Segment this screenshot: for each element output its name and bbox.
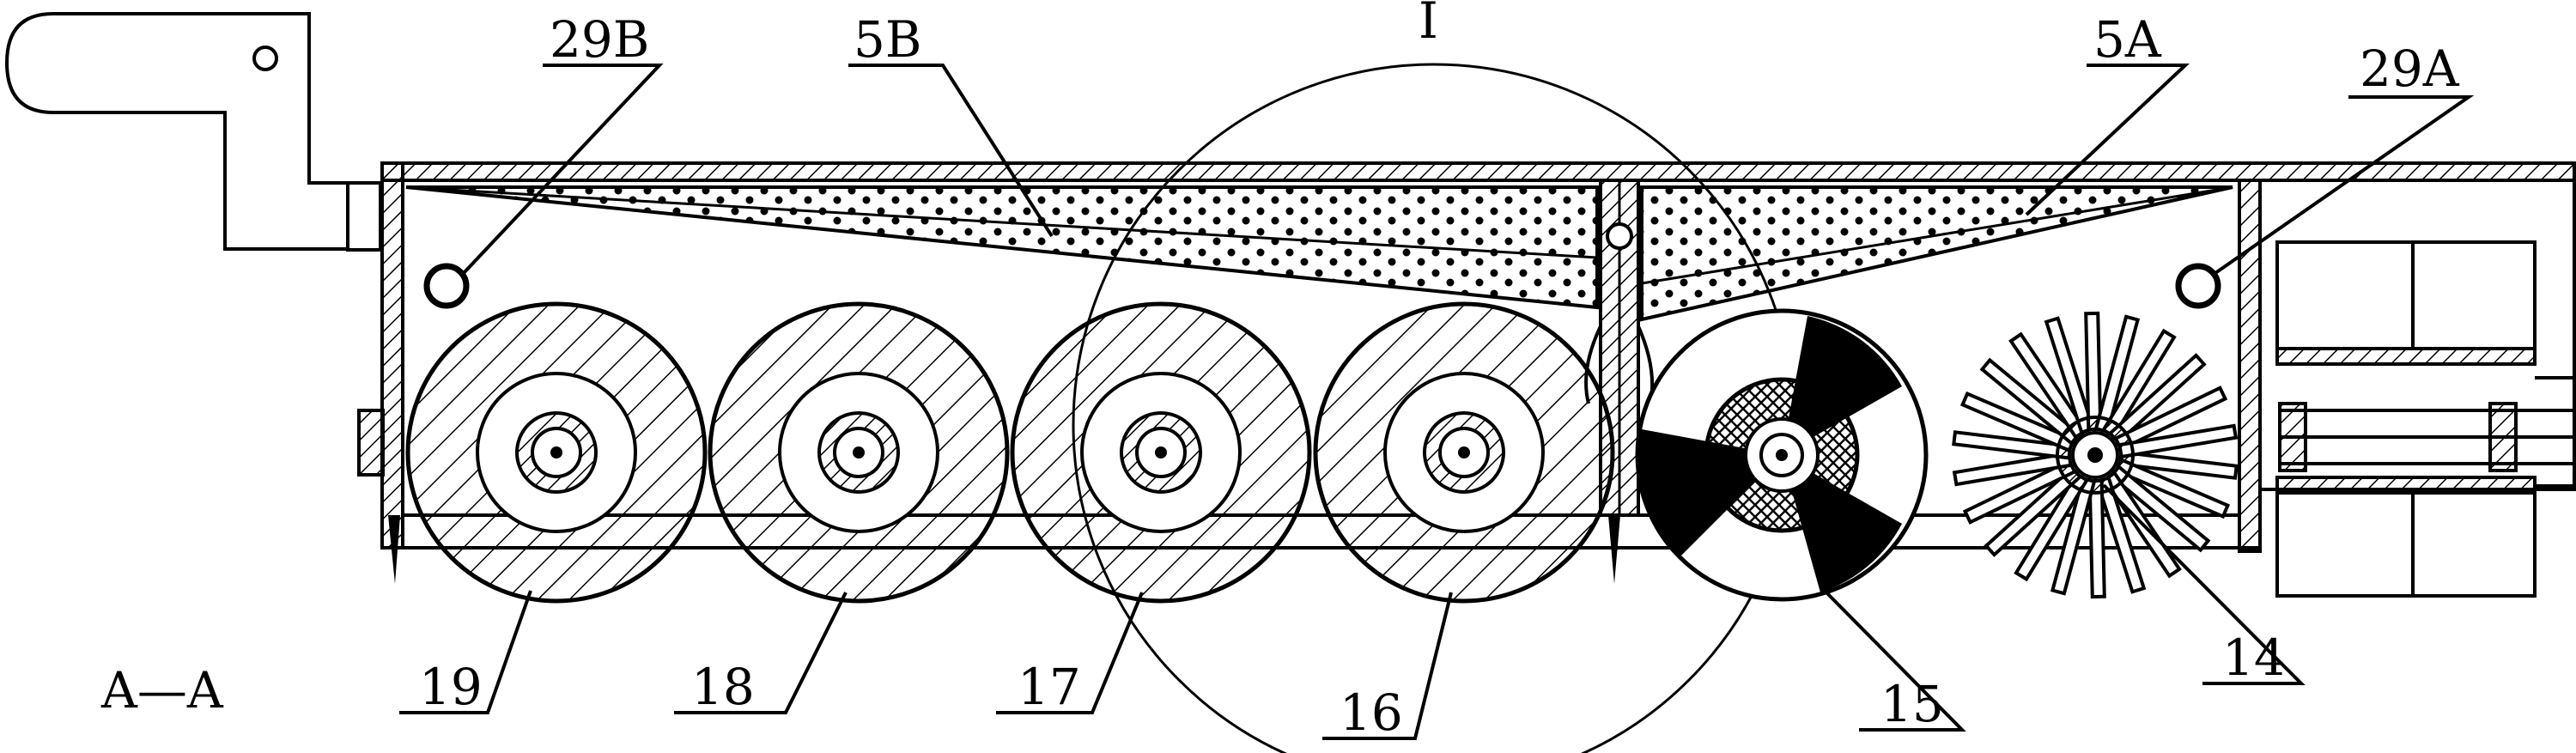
label-18: 18 [691, 658, 755, 716]
roller-17 [1010, 301, 1312, 604]
label-29B: 29B [550, 10, 649, 69]
right-side-box [2258, 179, 2576, 598]
spiked-roller-hub [2087, 447, 2103, 463]
material-hopper-5B [405, 185, 1599, 310]
label-17: 17 [1018, 658, 1081, 716]
leader-lines [399, 64, 2475, 740]
label-5A: 5A [2093, 10, 2162, 69]
spike [2087, 478, 2106, 599]
label-29A: 29A [2360, 39, 2460, 98]
hole-29B [423, 263, 470, 309]
roller-16 [1313, 301, 1615, 604]
label-detail-I: I [1419, 0, 1438, 50]
label-15: 15 [1880, 675, 1944, 733]
housing [357, 161, 2576, 584]
label-14: 14 [2222, 629, 2286, 687]
view-label: A—A [100, 661, 224, 720]
hole-29A [2175, 263, 2221, 309]
label-16: 16 [1340, 683, 1403, 742]
label-19: 19 [419, 658, 483, 716]
roller-18 [708, 301, 1010, 604]
roller-19 [405, 301, 708, 604]
material-hopper-5A [1640, 185, 2233, 322]
spiked-roller-14 [1952, 311, 2239, 599]
brush-roller-15 [1635, 308, 1929, 602]
handle-bracket [4, 12, 382, 252]
label-5B: 5B [854, 10, 922, 69]
spike [2084, 311, 2103, 432]
